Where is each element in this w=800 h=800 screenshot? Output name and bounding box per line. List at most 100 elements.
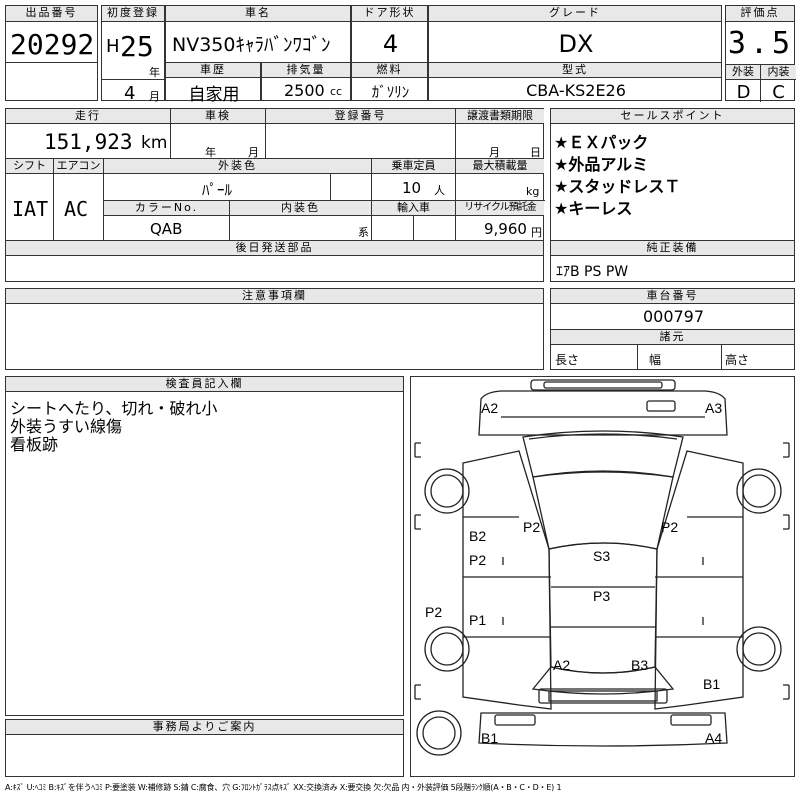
color-label: 外装色 [104,159,372,174]
car-name-label: 車名 [166,6,350,22]
grade: DX [558,30,594,58]
transfer-label: 譲渡書類期限 [456,109,544,124]
year-unit: 年 [149,66,160,79]
office-label: 事務局よりご案内 [6,720,403,735]
sales-point: ★外品アルミ [554,155,649,174]
lot-label: 出品番号 [6,6,97,22]
score: 3.5 [727,26,795,61]
reg-year: 25 [120,30,154,63]
displacement: 2500 [284,81,325,100]
kei-unit: 系 [358,226,369,239]
equip-label: 純正装備 [551,241,794,256]
score-label: 評価点 [726,6,794,22]
later-parts-box: 後日発送部品 [5,240,544,282]
lot-number: 20292 [10,28,95,61]
door-box: ドア形状 4 [351,5,428,63]
damage-mark: P2 [425,604,443,620]
fuel: ｶﾞｿﾘﾝ [371,83,410,101]
sales-point: ★スタッドレスＴ [554,177,681,196]
inspector-line: シートへたり、切れ・破れ小 [10,399,218,418]
colorno: QAB [150,220,183,238]
damage-mark: A4 [705,730,723,746]
damage-mark: P2 [661,519,679,535]
damage-mark: B1 [481,730,499,746]
car-outline [414,379,790,756]
grade-box: グレード DX [428,5,722,63]
import-label: 輸入車 [372,201,456,216]
equip-box: 純正装備 ｴｱB PS PW [550,240,795,282]
color: ﾊﾟｰﾙ [201,181,232,199]
grade-label: グレード [429,6,721,22]
damage-mark: B1 [703,676,721,692]
kg-unit: kg [526,185,540,198]
first-reg-box: 初度登録 H 25 年 4 月 [101,5,165,104]
recycle-label: リサイクル預託金 [456,201,544,216]
damage-mark: A2 [553,657,571,673]
lot-box: 出品番号 20292 [5,5,98,101]
history: 自家用 [188,85,240,105]
equip-value: ｴｱB PS PW [556,264,629,280]
inspection-year-unit: 年 [205,146,216,159]
model: CBA-KS2E26 [526,81,626,100]
dims-label: 諸元 [551,330,794,345]
sales-box: セールスポイント ★ＥＸパック ★外品アルミ ★スタッドレスＴ ★キーレス [550,108,795,241]
damage-mark: B3 [631,657,649,673]
capacity-label: 乗車定員 [372,159,456,174]
int-label: 内装 [761,65,796,80]
fuel-box: 燃料 ｶﾞｿﾘﾝ [351,62,428,101]
int-grade: C [772,82,785,103]
inspector-line: 外装うすい線傷 [10,417,123,436]
car-diagram: A2 A3 B2 P2 P2 P2 S3 P2 P1 P3 A2 B3 B1 B… [410,376,795,777]
notes-label: 注意事項欄 [6,289,543,304]
regno-label: 登録番号 [266,109,456,124]
model-label: 型式 [429,63,721,78]
damage-mark: A3 [705,400,723,416]
door-label: ドア形状 [352,6,427,22]
intcolor-label: 内装色 [230,201,372,216]
legend: A:ｷｽﾞ U:ﾍｺﾐ B:ｷｽﾞを伴うﾍｺﾐ P:要塗装 W:補修跡 S:錆 … [5,783,562,792]
displacement-label: 排気量 [262,63,350,78]
dims-height: 高さ [725,353,750,367]
shift-label: シフト [6,159,54,174]
ext-grade: D [736,82,751,103]
inspection-label: 車検 [171,109,266,124]
recycle: 9,960 [484,220,527,238]
inspection-month-unit: 月 [248,146,259,159]
damage-mark: A2 [481,400,499,416]
dims-length: 長さ [555,353,580,367]
mileage: 151,923 [44,130,133,154]
office-box: 事務局よりご案内 [5,719,404,777]
capacity: 10 [402,179,422,197]
shift: IAT [12,197,49,221]
reg-month: 4 [124,83,136,104]
fuel-label: 燃料 [352,63,427,78]
km-unit: km [141,133,168,153]
sales-point: ★キーレス [554,199,633,218]
damage-mark: P3 [593,588,611,604]
yen-unit: 円 [531,226,542,239]
cc-unit: cc [330,85,343,98]
dims-width: 幅 [649,353,662,367]
person-unit: 人 [434,184,445,197]
mileage-label: 走行 [6,109,171,124]
chassis-value: 000797 [642,307,705,326]
damage-mark: P2 [523,519,541,535]
car-name-box: 車名 NV350ｷｬﾗﾊﾞﾝﾜｺﾞﾝ [165,5,351,63]
damage-mark: P1 [469,612,487,628]
colorno-label: カラーNo. [104,201,230,216]
damage-mark: S3 [593,548,611,564]
history-box: 車歴 自家用 [165,62,261,105]
ac-label: エアコン [54,159,104,174]
sales-point: ★ＥＸパック [554,133,649,152]
era: H [106,36,120,57]
model-box: 型式 CBA-KS2E26 [428,62,722,101]
score-box: 評価点 3.5 外装 内装 D C [725,5,796,103]
maxload-label: 最大積載量 [456,159,544,174]
later-parts-label: 後日発送部品 [6,241,543,256]
damage-mark: P2 [469,552,487,568]
inspector-label: 検査員記入欄 [6,377,403,392]
transfer-month-unit: 月 [489,146,500,159]
ext-label: 外装 [726,65,761,80]
damage-mark: B2 [469,528,487,544]
chassis-label: 車台番号 [551,289,794,304]
